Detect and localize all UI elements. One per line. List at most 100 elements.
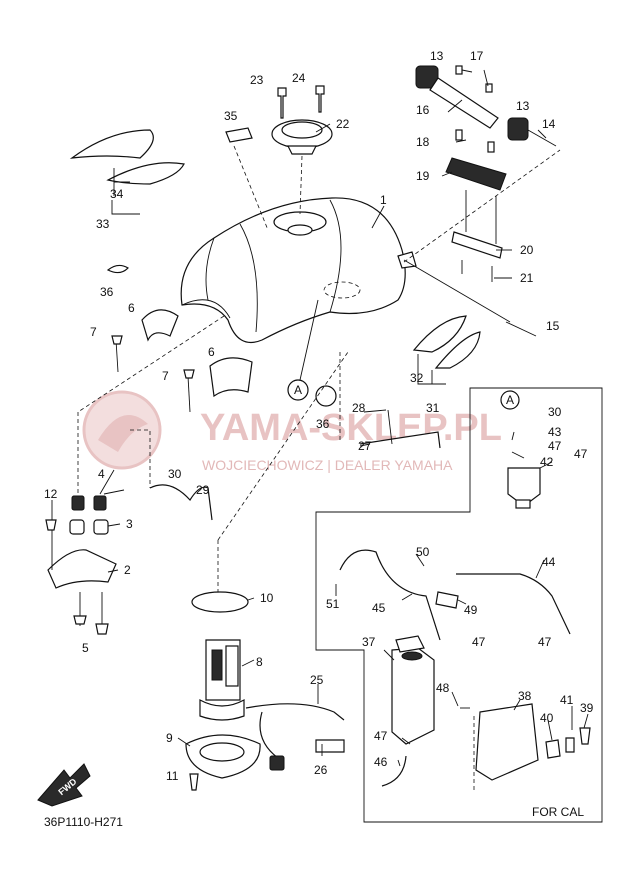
- callout-4: 4: [98, 467, 105, 481]
- callout-12: 12: [44, 487, 58, 501]
- hose-29: [149, 484, 213, 521]
- callout-14: 14: [542, 117, 556, 131]
- callout-11: 11: [166, 769, 179, 783]
- callout-29: 29: [196, 483, 210, 497]
- callout-13b: 13: [516, 99, 530, 113]
- callout-47a: 47: [574, 447, 588, 461]
- callout-36a: 36: [100, 285, 114, 299]
- damper-6b: [209, 357, 253, 398]
- watermark-title: YAMA-SKLEP.PL: [200, 407, 502, 449]
- valve-42: [507, 467, 541, 509]
- callout-33: 33: [96, 217, 110, 231]
- watermark: YAMA-SKLEP.PL WOJCIECHOWICZ | DEALER YAM…: [82, 390, 502, 473]
- fwd-arrow: FWD: [37, 763, 91, 807]
- callout-32: 32: [410, 371, 424, 385]
- hose-44: [456, 573, 571, 635]
- collar-41: [565, 737, 575, 753]
- clamp-26: [315, 739, 345, 753]
- callout-2: 2: [124, 563, 131, 577]
- damper-40: [545, 739, 561, 759]
- clamp-49: [435, 591, 459, 609]
- callout-48: 48: [436, 681, 450, 695]
- bolt-24: [315, 85, 325, 113]
- callout-43: 43: [548, 425, 562, 439]
- fuel-pump: [199, 639, 245, 721]
- side-cover-upper: [412, 315, 467, 353]
- callout-10: 10: [260, 591, 274, 605]
- callout-15: 15: [546, 319, 560, 333]
- leader-lines: [99, 69, 589, 767]
- grommet-36: [315, 385, 337, 407]
- callout-47d: 47: [538, 635, 552, 649]
- callout-25: 25: [310, 673, 324, 687]
- hose-46: [381, 755, 407, 787]
- callout-47e: 47: [374, 729, 388, 743]
- callout-24: 24: [292, 71, 306, 85]
- callout-26: 26: [314, 763, 328, 777]
- hose-28-line: [387, 409, 393, 445]
- side-cover-lower: [434, 331, 481, 369]
- callout-19: 19: [416, 169, 430, 183]
- callout-23: 23: [250, 73, 264, 87]
- callout-47c: 47: [472, 635, 486, 649]
- callout-42: 42: [540, 455, 554, 469]
- callout-3: 3: [126, 517, 133, 531]
- callout-27: 27: [358, 439, 372, 453]
- callout-40: 40: [540, 711, 554, 725]
- damper-6a: [141, 309, 179, 342]
- hose-25: [245, 703, 345, 721]
- diagram-code: 36P1110-H271: [44, 815, 123, 829]
- bolt-23: [277, 87, 287, 119]
- callout-7a: 7: [90, 325, 97, 339]
- ref-a2-label: A: [506, 393, 514, 407]
- hose-27: [359, 431, 441, 449]
- tank-cover-upper: [69, 129, 154, 159]
- callout-46: 46: [374, 755, 388, 769]
- callout-39: 39: [580, 701, 594, 715]
- tank-mount-bracket: [45, 495, 117, 635]
- tank-cover-lower: [106, 162, 185, 185]
- plug-36: [106, 264, 129, 274]
- callout-8: 8: [256, 655, 263, 669]
- callout-6b: 6: [208, 345, 215, 359]
- ref-circle-a2: [500, 390, 520, 410]
- callout-36b: 36: [316, 417, 330, 431]
- callout-22: 22: [336, 117, 350, 131]
- for-cal-label: FOR CAL: [532, 805, 584, 819]
- tank-bracket-assembly: [415, 65, 557, 337]
- callout-45: 45: [372, 601, 386, 615]
- callout-5: 5: [82, 641, 89, 655]
- callout-6a: 6: [128, 301, 135, 315]
- callout-34: 34: [110, 187, 124, 201]
- bracket-38: [475, 703, 539, 781]
- callout-50: 50: [416, 545, 430, 559]
- ref-a-label: A: [294, 383, 302, 397]
- callout-38: 38: [518, 689, 532, 703]
- callout-18: 18: [416, 135, 430, 149]
- callout-28: 28: [352, 401, 366, 415]
- callout-37: 37: [362, 635, 376, 649]
- bolt-39: [579, 727, 591, 745]
- callout-31: 31: [426, 401, 440, 415]
- callout-51: 51: [326, 597, 340, 611]
- callout-17: 17: [470, 49, 484, 63]
- bolt-11: [189, 773, 199, 791]
- callout-1: 1: [380, 193, 387, 207]
- callout-44: 44: [542, 555, 556, 569]
- watermark-logo-mark: [98, 415, 148, 452]
- callout-16: 16: [416, 103, 430, 117]
- callout-47b: 47: [548, 439, 562, 453]
- callout-13a: 13: [430, 49, 444, 63]
- ref-circle-a: [287, 379, 309, 401]
- pump-gasket-10: [191, 591, 249, 613]
- callout-7b: 7: [162, 369, 169, 383]
- for-cal-frame: [315, 387, 603, 823]
- watermark-subtitle: WOJCIECHOWICZ | DEALER YAMAHA: [202, 457, 453, 473]
- canister: [391, 635, 435, 745]
- fuel-cap: [271, 119, 333, 155]
- seal-35: [225, 127, 253, 143]
- callout-21: 21: [520, 271, 534, 285]
- hose-45: [339, 549, 441, 641]
- callouts: 1 2 3 4 5 6 6 7 7 8 9 10 11 12 13 13 14 …: [44, 49, 594, 783]
